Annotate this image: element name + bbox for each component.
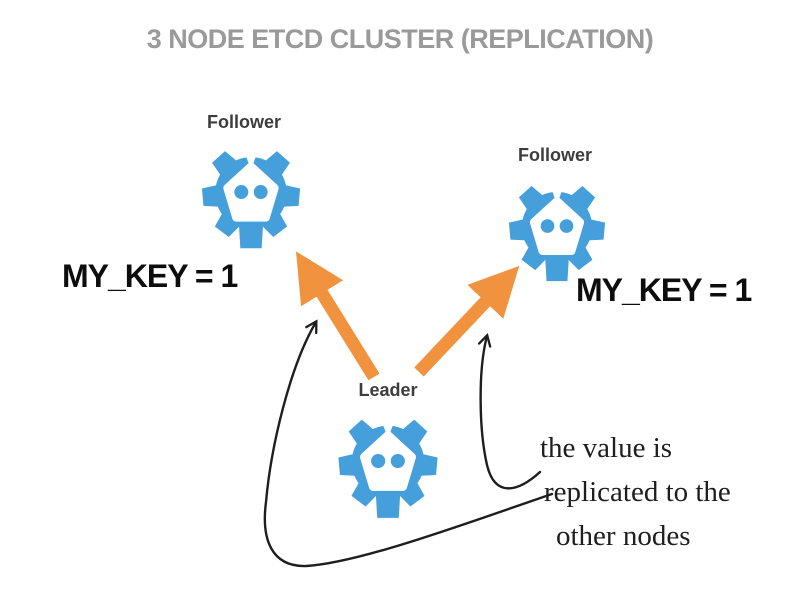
follower-left-key-value: MY_KEY = 1 bbox=[62, 258, 238, 294]
annotation-line-1: the value is bbox=[540, 432, 673, 464]
diagram-title: 3 NODE ETCD CLUSTER (REPLICATION) bbox=[146, 24, 654, 54]
annotation-arrow-long bbox=[263, 322, 554, 568]
annotation-text: the value is replicated to the other nod… bbox=[540, 426, 731, 558]
follower-right-label: Follower bbox=[517, 145, 593, 165]
replication-arrow-right bbox=[414, 265, 520, 377]
etcd-gear-icon-follower-right bbox=[509, 176, 606, 281]
annotation-arrow-short bbox=[481, 336, 542, 490]
etcd-gear-icon-follower-left bbox=[202, 141, 301, 249]
annotation-line-2: replicated to the bbox=[544, 476, 731, 508]
follower-left-label: Follower bbox=[206, 112, 282, 132]
replication-arrow-left bbox=[296, 251, 380, 381]
etcd-gear-icon-leader bbox=[338, 409, 438, 518]
follower-right-key-value: MY_KEY = 1 bbox=[576, 272, 752, 308]
annotation-line-3: other nodes bbox=[556, 520, 691, 552]
leader-label: Leader bbox=[358, 380, 418, 400]
